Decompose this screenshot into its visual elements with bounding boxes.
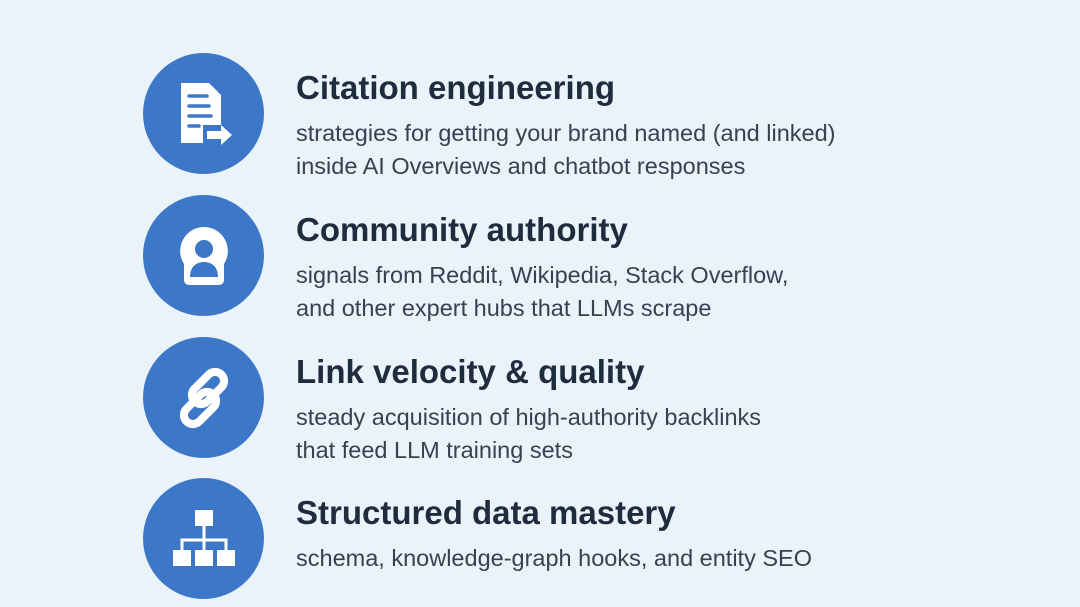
feature-structured-data: Structured data mastery schema, knowledg… bbox=[143, 478, 1043, 600]
sitemap-icon bbox=[143, 478, 264, 599]
feature-citation-engineering: Citation engineering strategies for gett… bbox=[143, 53, 1043, 179]
feature-title: Link velocity & quality bbox=[296, 353, 645, 390]
feature-title: Structured data mastery bbox=[296, 494, 676, 531]
document-export-icon bbox=[143, 53, 264, 174]
feature-description: steady acquisition of high-authority bac… bbox=[296, 404, 762, 463]
user-profile-icon bbox=[143, 195, 264, 316]
feature-title: Citation engineering bbox=[296, 69, 616, 106]
feature-title: Community authority bbox=[296, 211, 628, 248]
feature-link-velocity: Link velocity & quality steady acquisiti… bbox=[143, 337, 1043, 463]
feature-description: strategies for getting your brand named … bbox=[296, 120, 836, 179]
feature-description: schema, knowledge-graph hooks, and entit… bbox=[296, 545, 812, 571]
feature-description: signals from Reddit, Wikipedia, Stack Ov… bbox=[296, 262, 789, 321]
link-icon bbox=[143, 337, 264, 458]
feature-community-authority: Community authority signals from Reddit,… bbox=[143, 195, 1043, 321]
